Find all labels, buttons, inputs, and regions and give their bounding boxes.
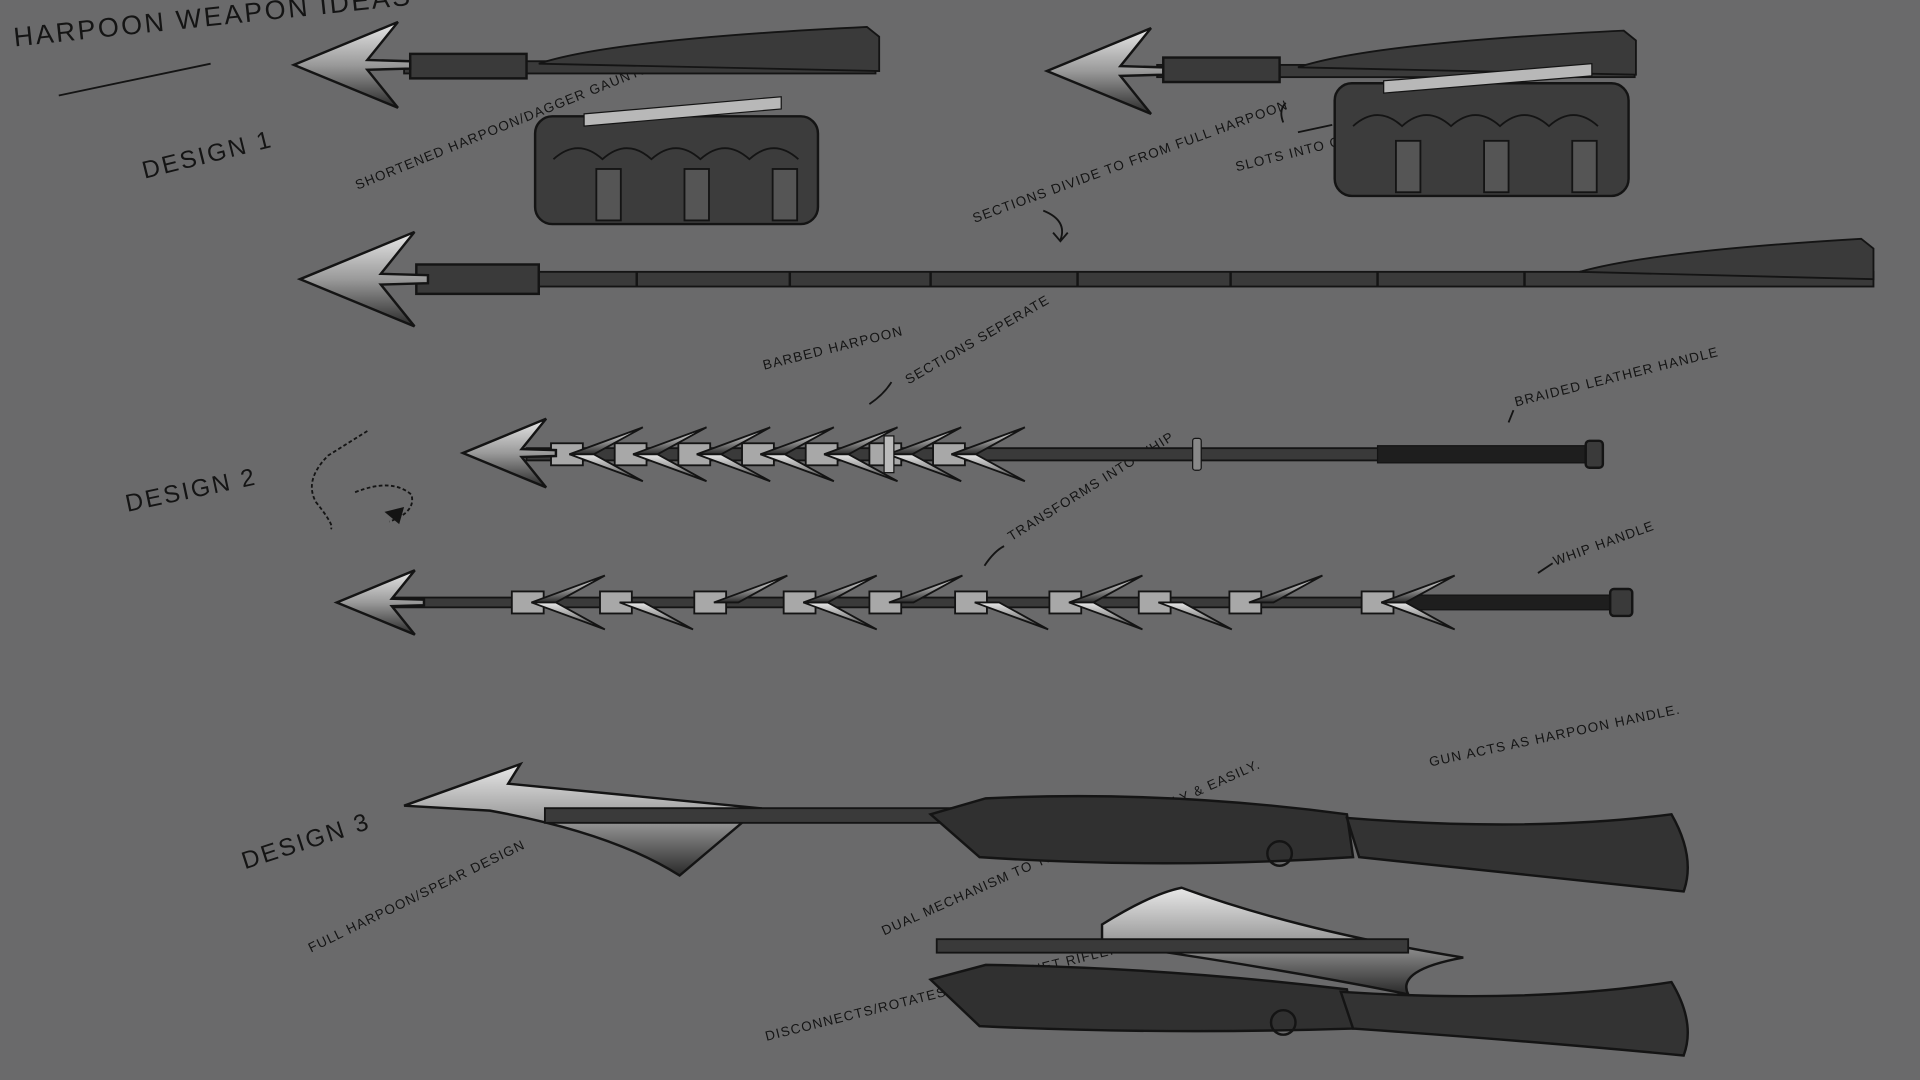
harpoon-head	[459, 417, 558, 489]
gauntlet-strap	[595, 168, 622, 222]
collar	[415, 263, 540, 296]
arrow-icon	[1280, 102, 1333, 134]
barb	[974, 601, 1049, 631]
gauntlet-strap	[1395, 139, 1422, 194]
barb	[1380, 574, 1456, 604]
paddle-end	[1579, 237, 1875, 281]
barb	[569, 453, 644, 483]
barb	[760, 453, 835, 483]
gauntlet-blade	[1383, 63, 1593, 94]
barb	[888, 574, 963, 604]
gauntlet-strap	[683, 168, 710, 222]
barb	[887, 453, 962, 483]
collar	[1162, 56, 1281, 84]
barb	[951, 453, 1026, 483]
whip-handle	[1401, 594, 1617, 611]
collar	[408, 52, 528, 80]
barb	[696, 453, 771, 483]
rifle-barrel	[543, 807, 993, 824]
harpoon-head	[296, 230, 430, 328]
gauntlet-strap	[1571, 139, 1598, 194]
leader-line	[1537, 562, 1554, 574]
harpoon-head	[1043, 27, 1165, 116]
rifle-body	[928, 794, 1355, 865]
gauntlet-wave-pattern	[552, 147, 799, 161]
rifle-barrel	[935, 938, 1410, 954]
barb	[531, 601, 606, 631]
section-separator	[883, 435, 895, 474]
braided-handle	[1376, 445, 1593, 464]
paddle-end	[1297, 29, 1637, 76]
barb	[802, 574, 878, 604]
harpoon-head	[290, 20, 412, 109]
handle-cap	[1608, 587, 1634, 618]
handle-cap	[1584, 439, 1605, 469]
leader-line	[983, 545, 1005, 567]
whip-motion-sketch	[310, 430, 414, 530]
leader-line	[868, 381, 893, 405]
barb	[823, 453, 898, 483]
trigger-guard	[1266, 840, 1294, 867]
trigger-guard	[1269, 1008, 1297, 1036]
barb	[1248, 574, 1323, 604]
gauntlet-strap	[771, 168, 799, 222]
paddle-end	[538, 26, 881, 72]
barb	[1068, 601, 1143, 631]
gauntlet-strap	[1483, 139, 1510, 194]
barb	[632, 453, 707, 483]
gauntlet-wave-pattern	[1352, 114, 1599, 128]
harpoon-head	[333, 569, 426, 636]
arrow-icon	[1042, 209, 1069, 243]
ring	[1192, 437, 1202, 471]
rifle-stock	[1339, 980, 1689, 1057]
gauntlet-blade	[583, 96, 782, 127]
arrow-icon	[384, 506, 405, 525]
barb	[619, 601, 694, 631]
rifle-stock	[1345, 812, 1689, 893]
barb	[1158, 601, 1233, 631]
barb	[713, 574, 788, 604]
title-underline	[58, 62, 211, 97]
leader-line	[1507, 409, 1515, 423]
